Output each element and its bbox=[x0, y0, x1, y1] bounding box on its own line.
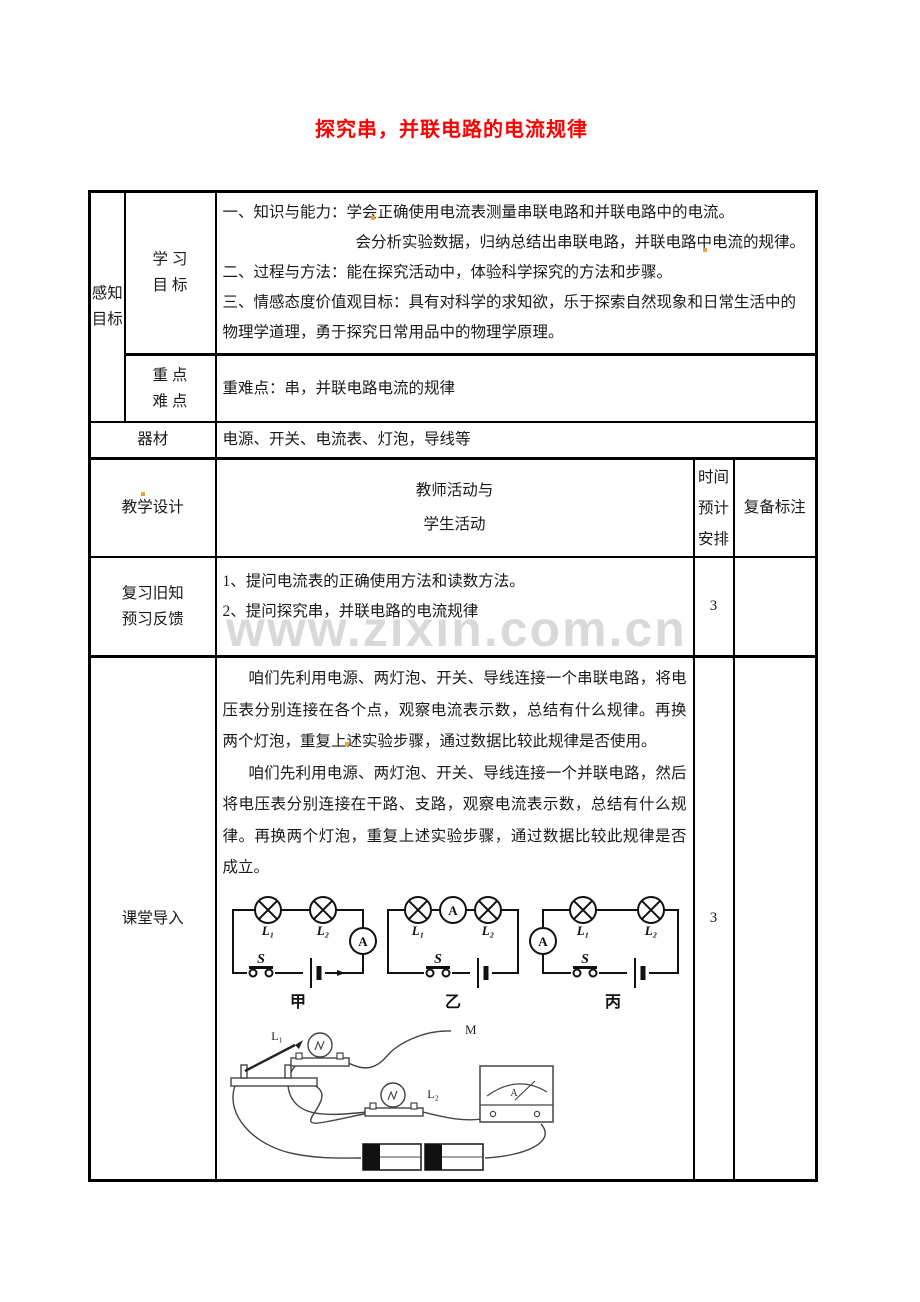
circuit-diagram-image: A L₁ bbox=[231, 895, 679, 1011]
battery-icon bbox=[361, 1142, 484, 1171]
lamp-icon bbox=[253, 895, 337, 924]
spellcheck-mark bbox=[141, 492, 145, 496]
wire bbox=[231, 1085, 361, 1159]
battery-icon bbox=[626, 957, 649, 988]
page-title: 探究串，并联电路的电流规律 bbox=[315, 119, 588, 141]
lamp2-label: L₂ bbox=[643, 923, 656, 938]
review-remark-cell bbox=[732, 556, 818, 658]
key-points-text: 重难点：串，并联电路电流的规律 bbox=[222, 379, 456, 397]
lamp1-label: L₁ bbox=[260, 923, 273, 938]
lamp2-label: L₂ bbox=[427, 1087, 439, 1101]
spellcheck-mark bbox=[371, 216, 375, 220]
goal-knowledge-cont: 会分析实验数据，归纳总结出串联电路，并联电路中电流的规律。 bbox=[355, 234, 806, 251]
goal-knowledge: 一、知识与能力：学会正确使用电流表测量串联电路和并联电路中的电流。 bbox=[222, 204, 735, 221]
time-header-cell: 时间 预计 安排 bbox=[692, 457, 735, 558]
circuit-jia: A L₁ bbox=[246, 895, 377, 1011]
goal-emotion: 三、情感态度价值观目标：具有对科学的求知欲，乐于探索自然现象和日常生活中的物理学… bbox=[222, 294, 797, 341]
key-points-cell: 重难点：串，并联电路电流的规律 bbox=[214, 353, 818, 423]
circuit-yi-label: 乙 bbox=[444, 994, 460, 1011]
lesson-intro-cell: 咱们先利用电源、两灯泡、开关、导线连接一个串联电路，将电压表分别连接在各个点，观… bbox=[214, 655, 695, 1182]
row-header-perception-goals: 感知 目标 bbox=[88, 190, 126, 423]
activities-line2: 学生活动 bbox=[423, 516, 486, 533]
switch-label: S bbox=[581, 952, 589, 967]
ammeter-icon: A bbox=[528, 926, 557, 955]
wire-m-label: M bbox=[465, 1022, 477, 1037]
lamp-icon bbox=[568, 895, 665, 924]
key-points-line1: 重 点 bbox=[152, 366, 188, 384]
time-header-line3: 安排 bbox=[697, 530, 729, 548]
spellcheck-mark bbox=[703, 248, 707, 252]
row-header-study-goals: 学 习 目 标 bbox=[123, 190, 217, 356]
ammeter-box-icon: A bbox=[478, 1064, 554, 1123]
review-item-1: 1、提问电流表的正确使用方法和读数方法。 bbox=[222, 573, 525, 590]
lesson-plan-table: 感知 目标 学 习 目 标 一、知识与能力：学会正确使用电流表测量串联电路和并联… bbox=[88, 190, 818, 1182]
circuit-yi: A L₁ L bbox=[403, 895, 502, 1011]
row-header-teaching-design: 教学设计 bbox=[88, 457, 217, 558]
review-time-value: 3 bbox=[692, 556, 735, 658]
wire bbox=[484, 1123, 546, 1159]
switch-icon bbox=[570, 965, 599, 980]
lamp2-label: L₂ bbox=[315, 923, 328, 938]
learning-goals-cell: 一、知识与能力：学会正确使用电流表测量串联电路和并联电路中的电流。 会分析实验数… bbox=[214, 190, 818, 356]
switch-label: S bbox=[257, 952, 265, 967]
experiment-setup-image: L₁ L₂ A bbox=[229, 1022, 554, 1171]
goal-process: 二、过程与方法：能在探究活动中，体验科学探究的方法和步骤。 bbox=[222, 264, 673, 281]
svg-text:A: A bbox=[448, 903, 458, 918]
row-header-perception-line2: 目标 bbox=[91, 311, 123, 328]
equipment-cell: 电源、开关、电流表、灯泡，导线等 bbox=[214, 421, 818, 460]
intro-remark-cell bbox=[732, 655, 818, 1182]
circuit-jia-wire bbox=[231, 908, 364, 974]
review-line1: 复习旧知 bbox=[121, 584, 184, 602]
wire-m bbox=[342, 1029, 451, 1068]
lamp1-label: L₁ bbox=[410, 923, 423, 938]
switch-icon bbox=[246, 965, 275, 980]
row-header-key-points: 重 点 难 点 bbox=[123, 353, 217, 423]
intro-paragraph-2: 咱们先利用电源、两灯泡、开关、导线连接一个并联电路，然后将电压表分别连接在干路、… bbox=[222, 764, 687, 877]
intro-time-value: 3 bbox=[692, 655, 735, 1182]
wire-arrow-mark bbox=[336, 969, 345, 976]
lamp1-label: L₁ bbox=[575, 923, 588, 938]
battery-icon bbox=[302, 957, 325, 988]
review-item-2: 2、提问探究串，并联电路的电流规律 bbox=[222, 603, 479, 620]
spellcheck-mark bbox=[345, 742, 349, 746]
knife-switch-icon bbox=[229, 1039, 318, 1087]
intro-paragraph-1: 咱们先利用电源、两灯泡、开关、导线连接一个串联电路，将电压表分别连接在各个点，观… bbox=[222, 670, 687, 750]
battery-icon bbox=[469, 957, 492, 988]
lamp-icon bbox=[403, 895, 502, 924]
review-content-cell: 1、提问电流表的正确使用方法和读数方法。 2、提问探究串，并联电路的电流规律 bbox=[214, 556, 695, 658]
row-header-perception-line1: 感知 bbox=[91, 285, 123, 302]
time-header-line2: 预计 bbox=[697, 499, 729, 517]
wire bbox=[286, 1060, 367, 1115]
circuit-bing-label: 丙 bbox=[604, 993, 620, 1011]
switch-label: S bbox=[434, 952, 442, 967]
lamp1-drawing: L₁ bbox=[271, 1029, 350, 1067]
svg-text:A: A bbox=[358, 934, 368, 949]
switch-icon bbox=[423, 965, 452, 980]
remark-header-cell: 复备标注 bbox=[732, 457, 818, 558]
circuit-jia-label: 甲 bbox=[289, 993, 305, 1011]
row-header-review: 复习旧知 预习反馈 bbox=[88, 556, 217, 658]
lamp2-label: L₂ bbox=[480, 923, 493, 938]
svg-text:A: A bbox=[538, 934, 548, 949]
row-header-lesson-intro: 课堂导入 bbox=[88, 655, 217, 1182]
activities-header-cell: 教师活动与 学生活动 bbox=[214, 457, 695, 558]
study-goal-line2: 目 标 bbox=[152, 277, 188, 294]
row-header-equipment: 器材 bbox=[88, 421, 217, 460]
lamp1-label: L₁ bbox=[271, 1029, 283, 1043]
circuit-bing: A L₁ L bbox=[528, 895, 665, 1011]
wire bbox=[309, 1082, 369, 1124]
review-line2: 预习反馈 bbox=[121, 610, 184, 628]
activities-line1: 教师活动与 bbox=[415, 482, 494, 499]
ammeter-icon: A bbox=[438, 895, 467, 924]
ammeter-icon: A bbox=[348, 926, 377, 955]
time-header-line1: 时间 bbox=[697, 468, 729, 486]
key-points-line2: 难 点 bbox=[152, 392, 188, 410]
study-goal-line1: 学 习 bbox=[152, 251, 188, 268]
svg-text:A: A bbox=[510, 1088, 518, 1099]
equipment-text: 电源、开关、电流表、灯泡，导线等 bbox=[222, 431, 471, 448]
lamp2-drawing: L₂ bbox=[363, 1081, 439, 1117]
